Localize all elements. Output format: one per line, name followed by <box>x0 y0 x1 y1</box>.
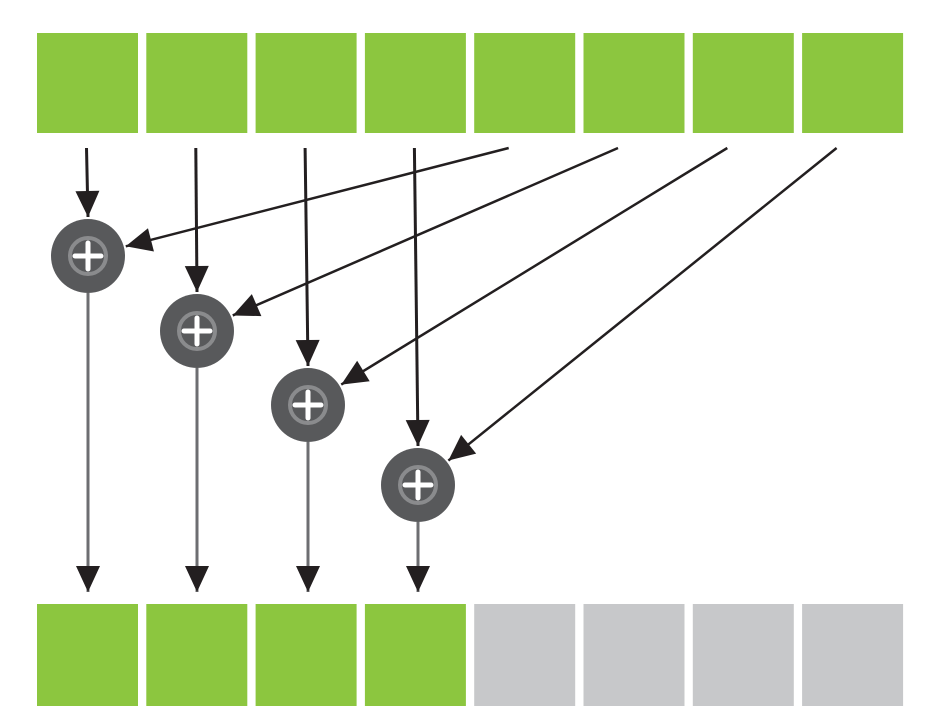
input-cell-2 <box>255 33 357 133</box>
adder-2 <box>271 368 345 442</box>
output-cell-5 <box>583 604 685 706</box>
adder-ring <box>288 385 328 425</box>
output-cell-4 <box>474 604 576 706</box>
adder-ring <box>68 236 108 276</box>
input-arrow-straight-2-head <box>295 339 320 366</box>
output-arrow-1-head <box>185 566 209 592</box>
input-arrow-straight-3 <box>412 147 420 447</box>
input-cell-1 <box>146 33 248 133</box>
input-arrow-straight-2 <box>303 147 310 367</box>
output-arrow-2-head <box>296 566 320 592</box>
adder-3 <box>381 448 455 522</box>
input-arrow-diagonal-3 <box>447 147 838 462</box>
input-arrow-diagonal-0-head <box>125 228 154 252</box>
input-array <box>37 33 904 133</box>
output-cell-7 <box>802 604 904 706</box>
output-arrow-3-head <box>406 566 430 592</box>
adders-layer <box>51 219 455 522</box>
output-cell-0 <box>37 604 138 706</box>
input-arrow-diagonal-1 <box>232 146 619 317</box>
input-arrow-diagonal-3-head <box>448 434 477 461</box>
output-cell-1 <box>146 604 248 706</box>
input-arrow-diagonal-1-head <box>232 294 262 317</box>
adder-ring <box>177 311 217 351</box>
adder-0 <box>51 219 125 293</box>
input-cell-3 <box>364 33 466 133</box>
output-cell-3 <box>364 604 466 706</box>
input-cell-4 <box>474 33 576 133</box>
adder-1 <box>160 294 234 368</box>
input-cell-7 <box>802 33 904 133</box>
output-cell-2 <box>255 604 357 706</box>
input-cell-5 <box>583 33 685 133</box>
input-cell-6 <box>692 33 794 133</box>
output-cell-6 <box>692 604 794 706</box>
arrows-layer <box>75 146 838 592</box>
input-cell-0 <box>37 33 138 133</box>
input-arrow-straight-1-head <box>184 265 209 292</box>
input-arrow-diagonal-2 <box>340 146 728 386</box>
input-arrow-diagonal-0 <box>125 146 510 248</box>
adder-ring <box>398 465 438 505</box>
output-arrow-0-head <box>76 566 100 592</box>
output-array <box>37 604 904 706</box>
input-arrow-straight-3-head <box>405 419 430 446</box>
input-arrow-diagonal-2-head <box>341 360 370 385</box>
input-arrow-straight-0-head <box>75 190 100 217</box>
